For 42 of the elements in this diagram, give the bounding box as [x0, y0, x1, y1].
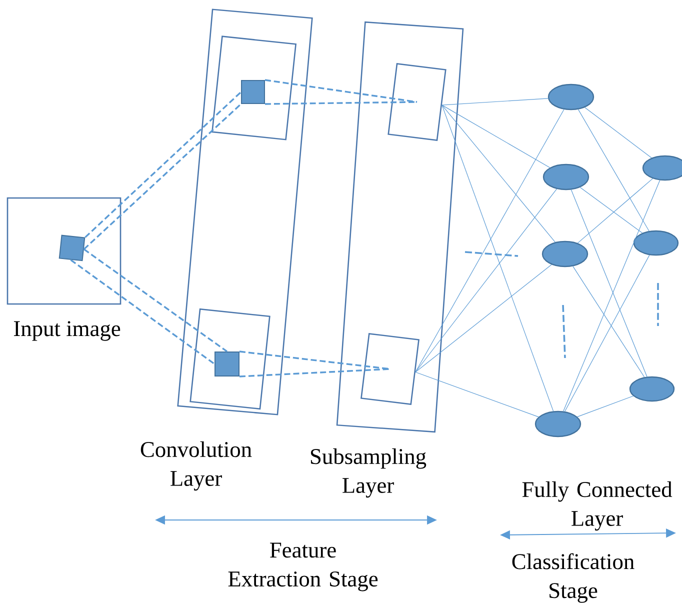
connection-line	[564, 254, 650, 412]
dashed-line	[84, 91, 242, 238]
connection-line	[572, 266, 645, 378]
neuron-circle	[642, 155, 682, 181]
feature-map-box	[190, 308, 270, 410]
layer-label: Subsampling Layer	[310, 448, 426, 498]
stage-label: Feature Extraction Stage	[228, 542, 378, 592]
dashed-line	[265, 101, 418, 105]
neuron-circle	[629, 376, 675, 402]
connection-line	[415, 109, 564, 372]
connection-line	[563, 180, 660, 412]
connection-line	[577, 178, 653, 244]
connection-line	[577, 396, 634, 418]
layer-label: Convolution Layer	[140, 441, 252, 491]
connection-line	[442, 104, 550, 168]
connection-line	[442, 104, 556, 242]
stage-label: Classification Stage	[512, 553, 634, 603]
connection-line	[578, 109, 650, 232]
neuron-circle	[548, 84, 594, 110]
connection-line	[584, 107, 652, 158]
neuron-circle	[542, 240, 588, 268]
neuron-circle	[542, 164, 590, 190]
dashed-line	[264, 79, 418, 103]
patch-square	[241, 80, 265, 104]
dashed-line	[83, 103, 242, 250]
connection-line	[580, 187, 643, 234]
neuron-circle	[534, 410, 582, 438]
connection-line	[442, 98, 548, 106]
connection-line	[415, 264, 552, 372]
patch-square	[214, 352, 240, 376]
dashed-line	[239, 350, 390, 370]
stage-label: Fully Connected Layer	[522, 481, 672, 531]
neuron-circle	[633, 230, 679, 256]
dashed-line	[70, 259, 215, 365]
layer-label: Input image	[14, 321, 120, 341]
feature-map-box	[388, 63, 446, 141]
connection-line	[442, 104, 554, 412]
dashed-line	[239, 368, 390, 378]
dashed-line	[83, 248, 228, 352]
connection-line	[570, 189, 648, 377]
connection-line	[415, 372, 539, 418]
connection-line	[415, 188, 558, 372]
